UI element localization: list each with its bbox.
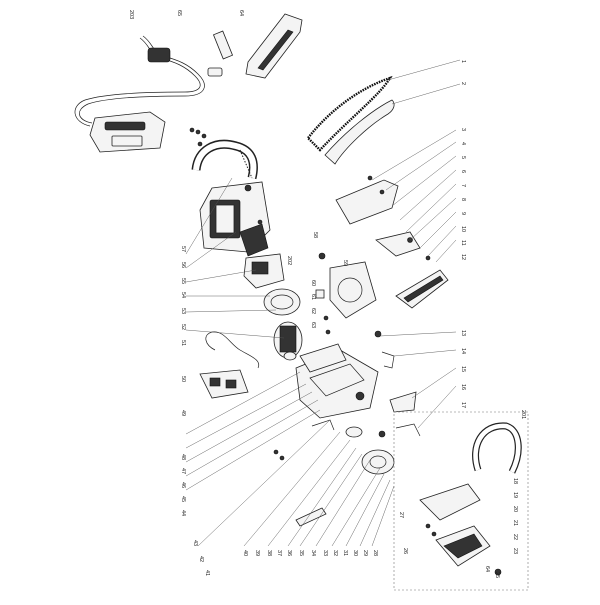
guide-bar-cover: [212, 13, 303, 79]
callout-15: 15: [460, 366, 466, 372]
gearbox-assembly: [315, 252, 377, 335]
callout-32: 32: [332, 550, 338, 556]
callout-21: 21: [512, 520, 518, 526]
callout-19: 19: [512, 492, 518, 498]
callout-40: 40: [242, 550, 248, 556]
callout-10: 10: [460, 226, 466, 232]
callout-43: 43: [192, 540, 198, 546]
callout-41: 41: [204, 570, 210, 576]
callout-13: 13: [460, 330, 466, 336]
wiring-harness: [199, 331, 260, 399]
callout-1: 1: [460, 60, 466, 63]
saw-chain: [306, 75, 393, 152]
callout-59: 59: [342, 260, 348, 266]
callout-14: 14: [460, 348, 466, 354]
battery-housing: [199, 181, 271, 257]
callout-29: 29: [362, 550, 368, 556]
callout-38: 38: [266, 550, 272, 556]
callout-46: 46: [180, 482, 186, 488]
leader-lines: [185, 59, 461, 547]
callout-22: 22: [512, 534, 518, 540]
callout-labels-left: 57 56 55 54 53 52 51 50 49 48 47 46 45 4…: [180, 246, 186, 516]
callout-30: 30: [352, 550, 358, 556]
callout-2: 2: [460, 82, 466, 85]
callout-61: 61: [310, 294, 316, 300]
callout-52: 52: [180, 324, 186, 330]
callout-25: 25: [494, 572, 500, 578]
motor-stator: [263, 288, 303, 361]
sprocket-assembly: [273, 419, 395, 527]
guide-bar: [324, 99, 395, 165]
callout-8: 8: [460, 198, 466, 201]
callout-58: 58: [312, 232, 318, 238]
callout-28: 28: [372, 550, 378, 556]
callout-37: 37: [276, 550, 282, 556]
callout-62: 62: [310, 308, 316, 314]
callout-53: 53: [180, 308, 186, 314]
callout-49: 49: [180, 410, 186, 416]
callout-65: 65: [176, 10, 182, 16]
callout-4: 4: [460, 142, 466, 145]
callout-labels-bottom: 43 42 41 40 39 38 37 36 35 34 33 32 31 3…: [192, 540, 378, 576]
callout-63: 63: [310, 322, 316, 328]
callout-64-inset: 64: [484, 566, 490, 572]
oil-pump-parts: [374, 330, 421, 437]
callout-36: 36: [286, 550, 292, 556]
callout-55: 55: [180, 278, 186, 284]
callout-26: 26: [402, 548, 408, 554]
callout-201: 201: [520, 410, 526, 419]
callout-5: 5: [460, 156, 466, 159]
callout-42: 42: [198, 556, 204, 562]
callout-45: 45: [180, 496, 186, 502]
callout-34: 34: [310, 550, 316, 556]
callout-11: 11: [460, 240, 466, 246]
power-cord: [74, 35, 223, 153]
side-cover-right: [335, 175, 449, 309]
plug-icon: [147, 47, 171, 63]
callout-203: 203: [128, 10, 134, 19]
callout-labels-right: 1 2 3 4 5 6 7 8 9 10 11 12 13 14 15 16 1…: [460, 60, 518, 554]
callout-47: 47: [180, 468, 186, 474]
callout-57: 57: [180, 246, 186, 252]
switch-block: [243, 253, 285, 289]
callout-7: 7: [460, 184, 466, 187]
callout-3: 3: [460, 128, 466, 131]
callout-51: 51: [180, 340, 186, 346]
callout-23: 23: [512, 548, 518, 554]
callout-12: 12: [460, 254, 466, 260]
inset-frame: [393, 411, 529, 591]
callout-6: 6: [460, 170, 466, 173]
callout-35: 35: [298, 550, 304, 556]
callout-33: 33: [322, 550, 328, 556]
callout-16: 16: [460, 384, 466, 390]
callout-18: 18: [512, 478, 518, 484]
callout-60: 60: [310, 280, 316, 286]
front-handle: [191, 139, 258, 180]
callout-44: 44: [180, 510, 186, 516]
callout-17: 17: [460, 402, 466, 408]
callout-labels-top: 203 65 64: [128, 10, 244, 19]
callout-48: 48: [180, 454, 186, 460]
callout-64: 64: [238, 10, 244, 16]
callout-202: 202: [286, 256, 292, 265]
callout-labels-mid: 60 61 62 63 201 202 58 59 64 25 26 27: [286, 232, 526, 578]
callout-56: 56: [180, 262, 186, 268]
callout-54: 54: [180, 292, 186, 298]
callout-9: 9: [460, 212, 466, 215]
callout-39: 39: [254, 550, 260, 556]
callout-31: 31: [342, 550, 348, 556]
main-housing: [295, 343, 379, 419]
callout-50: 50: [180, 376, 186, 382]
callout-27: 27: [398, 512, 404, 518]
callout-20: 20: [512, 506, 518, 512]
